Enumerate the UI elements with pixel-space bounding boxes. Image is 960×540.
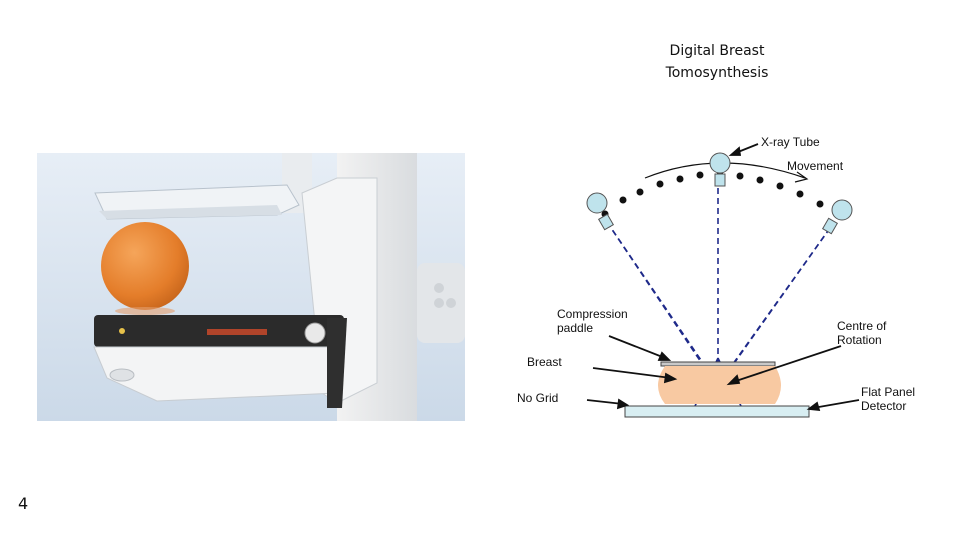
slide-title-line-2: Tomosynthesis	[665, 65, 769, 81]
label-centre-line-2: Rotation	[837, 333, 882, 347]
label-arrows	[586, 143, 860, 412]
xray-tube-center	[709, 152, 731, 187]
tomosynthesis-diagram: X-ray Tube Movement Compression paddle C…	[517, 135, 915, 418]
label-no-grid: No Grid	[517, 391, 558, 405]
label-movement: Movement	[787, 159, 844, 173]
label-centre-line-1: Centre of	[837, 319, 887, 333]
detector-base	[93, 346, 345, 402]
label-detector-line-1: Flat Panel	[861, 385, 915, 399]
compression-paddle-line	[660, 361, 776, 367]
xray-tube-left	[586, 192, 615, 231]
page-number: 4	[18, 494, 29, 513]
tube-positions-dots	[601, 171, 824, 218]
label-compression-line-1: Compression	[557, 307, 628, 321]
label-breast: Breast	[527, 355, 562, 369]
label-xray-tube: X-ray Tube	[761, 135, 820, 149]
xray-tube-right	[821, 199, 853, 235]
slide-title-line-1: Digital Breast	[669, 43, 765, 59]
breast-phantom	[101, 222, 189, 310]
flat-panel-detector	[624, 405, 810, 418]
mammography-unit-photo	[37, 153, 465, 421]
label-compression-line-2: paddle	[557, 321, 593, 335]
movement-arrow-head	[794, 171, 809, 183]
slide-title: Digital Breast Tomosynthesis	[640, 40, 794, 84]
label-detector-line-2: Detector	[861, 399, 906, 413]
